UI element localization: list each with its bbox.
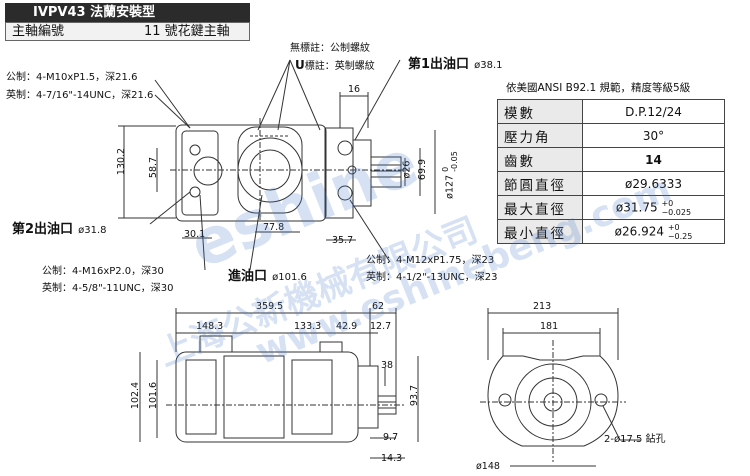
dim-dia148: ø148 <box>476 461 500 472</box>
dim-101-6: 101.6 <box>148 381 160 410</box>
dim-359-5: 359.5 <box>256 301 284 312</box>
row-key: 節圓直徑 <box>497 171 583 196</box>
spline-spec-table: 模數 D.P.12/24 壓力角 30° 齒數 14 節圓直徑 ø29.6333… <box>497 99 725 244</box>
dim-58-7: 58.7 <box>148 156 160 179</box>
mounting-holes-note: 2-ø17.5 鉆孔 <box>604 434 666 445</box>
dim-16: 16 <box>348 84 361 95</box>
shaft-info-bar: 主軸編號 11 號花鍵主軸 <box>5 22 250 41</box>
bottom-right-thread-metric: 公制：4-M12xP1.75，深23 <box>366 255 495 266</box>
bottom-right-thread-imperial: 英制：4-1/2"-13UNC，深23 <box>366 272 498 283</box>
dim-77-8: 77.8 <box>263 222 285 233</box>
dia127-tol-bot: -0.05 <box>449 151 459 172</box>
model-title-bar: IVPV43 法蘭安裝型 <box>5 3 250 22</box>
dim-148-3: 148.3 <box>196 321 224 332</box>
outlet-2-callout: 第2出油口 ø31.8 <box>12 218 107 237</box>
dim-130-2: 130.2 <box>116 147 128 176</box>
bottom-left-thread-metric: 公制：4-M16xP2.0，深30 <box>42 266 164 277</box>
table-row: 壓力角 30° <box>497 123 725 148</box>
tolerance: +0−0.25 <box>668 223 693 241</box>
row-value: ø26.924 <box>614 224 664 238</box>
dim-181: 181 <box>540 321 559 332</box>
dim-30-1: 30.1 <box>184 229 206 240</box>
dim-dia127: ø127 0-0.05 <box>441 151 459 199</box>
outlet-2-size: ø31.8 <box>78 225 107 236</box>
table-row: 齒數 14 <box>497 147 725 172</box>
dim-12-7: 12.7 <box>370 321 392 332</box>
tol-bot: −0.25 <box>667 231 693 241</box>
row-key: 模數 <box>497 99 583 124</box>
tol-bot: −0.025 <box>661 207 692 217</box>
dia127-tol-top: 0 <box>440 166 450 172</box>
table-row: 節圓直徑 ø29.6333 <box>497 171 725 196</box>
dia127-tolerance: 0-0.05 <box>441 151 459 172</box>
row-value: 30° <box>582 123 725 148</box>
shaft-value: 11 號花鍵主軸 <box>144 24 230 39</box>
table-row: 最大直徑 ø31.75 +0−0.025 <box>497 195 725 220</box>
inlet-size: ø101.6 <box>272 272 307 283</box>
inlet-callout: 進油口 ø101.6 <box>228 265 307 284</box>
table-row: 模數 D.P.12/24 <box>497 99 725 124</box>
spline-table-caption: 依美國ANSI B92.1 規範，精度等級5級 <box>506 82 691 94</box>
row-value: D.P.12/24 <box>582 99 725 124</box>
metric-thread-note: 無標註：公制螺紋 <box>290 43 370 54</box>
row-value: ø31.75 <box>615 200 658 214</box>
top-thread-imperial: 英制：4-7/16"-14UNC，深21.6 <box>6 90 154 101</box>
row-value-with-tolerance: ø31.75 +0−0.025 <box>582 195 725 220</box>
bottom-left-thread-imperial: 英制：4-5/8"-11UNC，深30 <box>42 283 174 294</box>
outlet-1-size: ø38.1 <box>474 60 503 71</box>
dim-102-4: 102.4 <box>130 381 142 410</box>
dim-14-3: 14.3 <box>381 453 403 464</box>
model-title: IVPV43 法蘭安裝型 <box>33 5 156 20</box>
dia127-value: ø127 <box>444 174 456 199</box>
u-note-text: 標註：英制螺紋 <box>304 61 375 72</box>
dim-93-7: 93.7 <box>409 384 421 407</box>
table-row: 最小直徑 ø26.924 +0−0.25 <box>497 219 725 244</box>
shaft-label: 主軸編號 <box>12 24 65 39</box>
imperial-thread-note: U標註：英制螺紋 <box>295 59 375 73</box>
dim-62: 62 <box>372 301 385 312</box>
u-prefix: U <box>295 58 305 72</box>
outlet-1-callout: 第1出油口 ø38.1 <box>408 53 503 72</box>
row-key: 壓力角 <box>497 123 583 148</box>
inlet-label: 進油口 <box>228 269 268 284</box>
dim-213: 213 <box>533 301 552 312</box>
dim-38: 38 <box>381 360 394 371</box>
dim-35-7: 35.7 <box>332 235 354 246</box>
dim-133-3: 133.3 <box>294 321 322 332</box>
outlet-1-label: 第1出油口 <box>408 57 470 72</box>
outlet-2-label: 第2出油口 <box>12 222 74 237</box>
tol-top: +0 <box>667 222 680 232</box>
tolerance: +0−0.025 <box>661 199 691 217</box>
row-value-with-tolerance: ø26.924 +0−0.25 <box>582 219 725 244</box>
dim-9-7: 9.7 <box>383 432 399 443</box>
row-key: 最大直徑 <box>497 195 583 220</box>
dim-42-9: 42.9 <box>336 321 358 332</box>
row-value: ø29.6333 <box>582 171 725 196</box>
tol-top: +0 <box>661 198 674 208</box>
row-key: 最小直徑 <box>497 219 583 244</box>
row-value: 14 <box>582 147 725 172</box>
row-key: 齒數 <box>497 147 583 172</box>
top-thread-metric: 公制：4-M10xP1.5，深21.6 <box>6 72 138 83</box>
